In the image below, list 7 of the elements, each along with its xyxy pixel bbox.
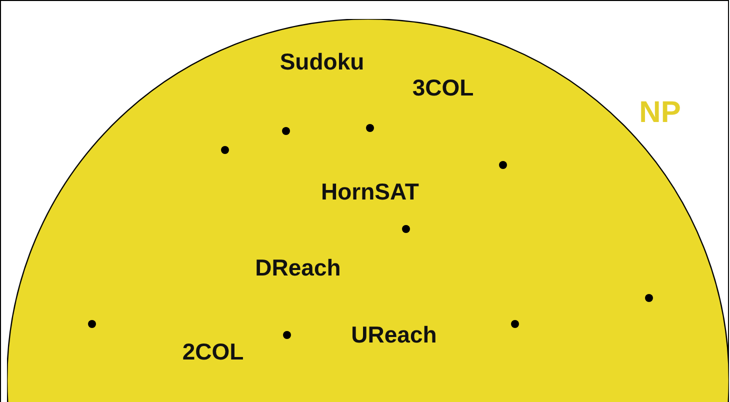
problem-label: DReach (255, 256, 341, 280)
problem-label: HornSAT (321, 180, 419, 204)
class-label: NP (639, 98, 681, 128)
problem-label: 2COL (182, 340, 244, 364)
problem-label: UReach (351, 324, 437, 346)
problem-label: 3COL (412, 76, 474, 100)
problem-label: Sudoku (280, 50, 364, 74)
